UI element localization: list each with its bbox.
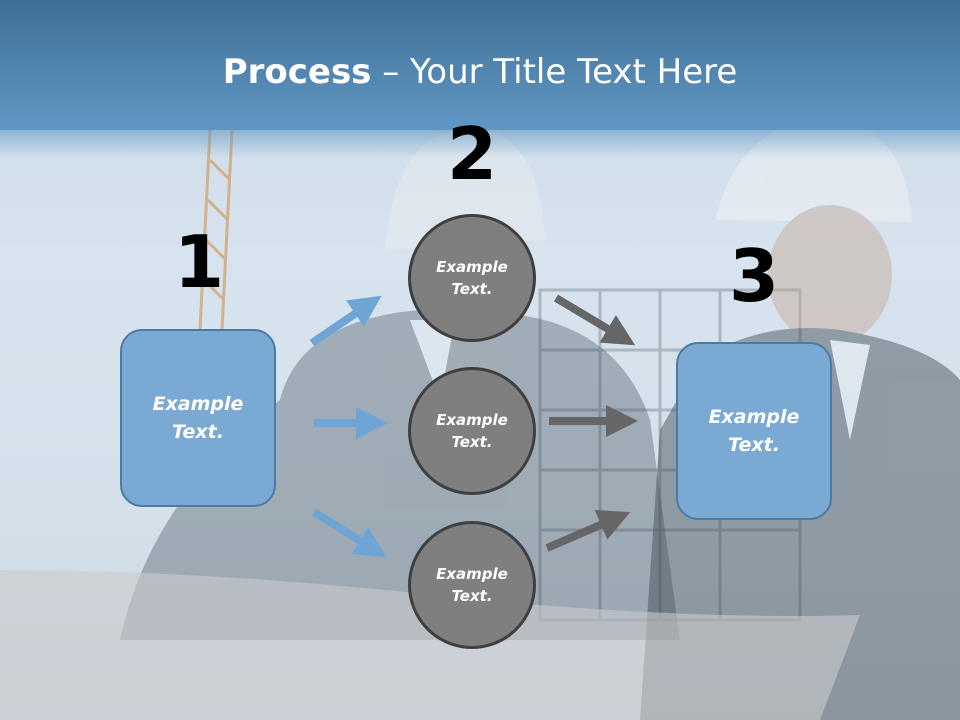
arrow-1-to-2-top <box>309 295 382 347</box>
title-rest: – Your Title Text Here <box>371 52 738 92</box>
step-1-box: Example Text. <box>120 329 276 507</box>
header-band <box>0 0 960 130</box>
step-3-text: Example Text. <box>708 405 800 457</box>
step-number-2: 2 <box>446 112 498 196</box>
step-2-circle-middle: Example Text. <box>408 367 536 495</box>
step-3-box: Example Text. <box>676 342 832 520</box>
title-bold: Process <box>222 52 372 92</box>
arrow-2-top-to-3 <box>553 294 636 346</box>
arrow-1-to-2-bottom <box>311 508 387 558</box>
step-2-circle-middle-text: Example Text. <box>436 410 508 452</box>
header-fade <box>0 118 960 158</box>
step-2-circle-bottom: Example Text. <box>408 521 536 649</box>
step-2-circle-top-text: Example Text. <box>436 257 508 299</box>
arrow-2-bottom-to-3 <box>545 510 631 552</box>
step-1-text: Example Text. <box>152 392 244 444</box>
step-2-circle-top: Example Text. <box>408 214 536 342</box>
page-title: Process – Your Title Text Here <box>0 52 960 92</box>
step-2-circle-bottom-text: Example Text. <box>436 564 508 606</box>
step-number-3: 3 <box>728 234 780 318</box>
step-number-1: 1 <box>173 220 225 304</box>
